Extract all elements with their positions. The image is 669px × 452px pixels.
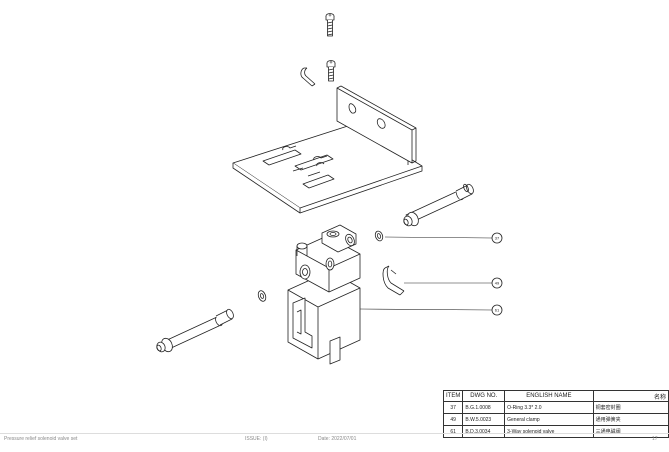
footer-page-number: 17 xyxy=(652,436,658,442)
left-tube-fitting xyxy=(156,308,234,353)
row-english-name: 3-Way solenoid valve xyxy=(504,425,594,438)
row-item: 37 xyxy=(442,401,464,414)
row-item: 49 xyxy=(442,413,464,426)
spring-clip xyxy=(382,265,405,296)
leader-lines xyxy=(359,236,493,311)
callout-circle-37 xyxy=(491,232,503,244)
second-screw xyxy=(326,60,336,82)
callout-circle-61 xyxy=(491,304,503,316)
footer-divider xyxy=(0,433,669,434)
o-ring-left xyxy=(257,290,267,302)
top-spring-clip xyxy=(300,67,316,87)
footer-date: Date: 2022/07/01 xyxy=(318,436,357,442)
top-screw xyxy=(325,13,335,37)
row-chinese-name: 通用弹簧夹 xyxy=(592,413,669,426)
header-item: ITEM xyxy=(442,390,464,402)
row-dwg-no: B.W.5.0023 xyxy=(462,413,506,426)
row-chinese-name: 三通电磁阀 xyxy=(592,425,669,438)
parts-table-header: ITEM DWG NO. ENGLISH NAME 名称 xyxy=(442,390,669,402)
table-row: 37 B.G.1.0008 O-Ring 3.3* 2.0 铜套密封圈 xyxy=(442,401,669,414)
mounting-bracket xyxy=(232,85,423,214)
row-chinese-name: 铜套密封圈 xyxy=(592,401,669,414)
callout-number-49: 49 xyxy=(495,281,500,286)
callout-number-61: 61 xyxy=(495,308,500,313)
row-item: 61 xyxy=(442,425,464,438)
callout-circle-49 xyxy=(491,277,503,289)
row-english-name: General clamp xyxy=(504,413,594,426)
header-dwg-no: DWG NO. xyxy=(462,390,506,402)
header-english-name: ENGLISH NAME xyxy=(504,390,594,402)
footer-title: Pressure relief solenoid valve set xyxy=(4,436,78,442)
footer-issue: ISSUE: (I) xyxy=(245,436,268,442)
right-tube-fitting xyxy=(403,183,474,227)
o-ring xyxy=(374,230,384,242)
solenoid-valve xyxy=(287,224,361,365)
row-dwg-no: B.D.3.0034 xyxy=(462,425,506,438)
callout-number-37: 37 xyxy=(495,236,500,241)
header-chinese-name: 名称 xyxy=(592,390,669,402)
row-dwg-no: B.G.1.0008 xyxy=(462,401,506,414)
row-english-name: O-Ring 3.3* 2.0 xyxy=(504,401,594,414)
table-row: 61 B.D.3.0034 3-Way solenoid valve 三通电磁阀 xyxy=(442,425,669,438)
parts-table: ITEM DWG NO. ENGLISH NAME 名称 37 B.G.1.00… xyxy=(442,390,669,438)
table-row: 49 B.W.5.0023 General clamp 通用弹簧夹 xyxy=(442,413,669,426)
